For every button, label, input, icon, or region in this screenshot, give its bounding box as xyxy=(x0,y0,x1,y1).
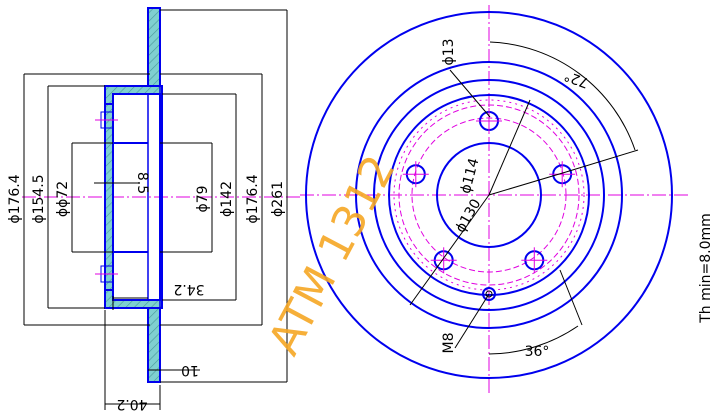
side-section-view: ϕ176.4 ϕ154.5 ϕϕ72 8.5 ϕ79 ϕ142 ϕ176.4 ϕ… xyxy=(7,7,300,412)
dim-angle-36: 36° xyxy=(525,344,550,360)
dim-pcd-114: ϕ114 xyxy=(458,156,483,195)
front-dim-lines xyxy=(409,41,639,355)
hat-inner-circle xyxy=(388,94,590,296)
center-bore-circle xyxy=(436,142,542,248)
disc-outer-circle xyxy=(305,11,673,379)
hat-outer-circle xyxy=(373,79,605,311)
hat-section-bottom xyxy=(104,289,163,309)
bolt-hole-group xyxy=(402,108,576,274)
dim-d176-4-right: ϕ176.4 xyxy=(245,174,261,223)
dim-d72: ϕϕ72 xyxy=(55,181,71,217)
front-view: ϕ13 72° ϕ114 ϕ130 M8 36° Th min=8.0mm xyxy=(300,5,714,395)
dim-angle-72: 72° xyxy=(562,67,591,91)
side-dim-lines xyxy=(23,9,288,410)
dim-d79: ϕ79 xyxy=(195,185,211,212)
hat-wall xyxy=(104,103,114,291)
dim-8-5: 8.5 xyxy=(134,172,150,194)
hat-section-top xyxy=(104,85,163,105)
dim-d154-5: ϕ154.5 xyxy=(31,174,47,223)
dim-40-2: 40.2 xyxy=(116,396,147,412)
watermark-text: ATM 1312 xyxy=(259,147,406,363)
thickness-min: Th min=8.0mm xyxy=(698,213,714,324)
dim-d261: ϕ261 xyxy=(270,181,286,217)
dim-hole-d13: ϕ13 xyxy=(441,38,457,65)
dim-10: 10 xyxy=(181,362,199,378)
dim-d142: ϕ142 xyxy=(219,181,235,217)
dim-34-2: 34.2 xyxy=(173,281,204,297)
m8-hole xyxy=(482,287,496,301)
dim-m8: M8 xyxy=(441,333,457,354)
friction-ring-inner-circle xyxy=(355,61,623,329)
dim-pcd-130: ϕ130 xyxy=(453,196,485,235)
dim-d176-4-left: ϕ176.4 xyxy=(7,174,23,223)
pcd-130-circle xyxy=(398,104,580,286)
